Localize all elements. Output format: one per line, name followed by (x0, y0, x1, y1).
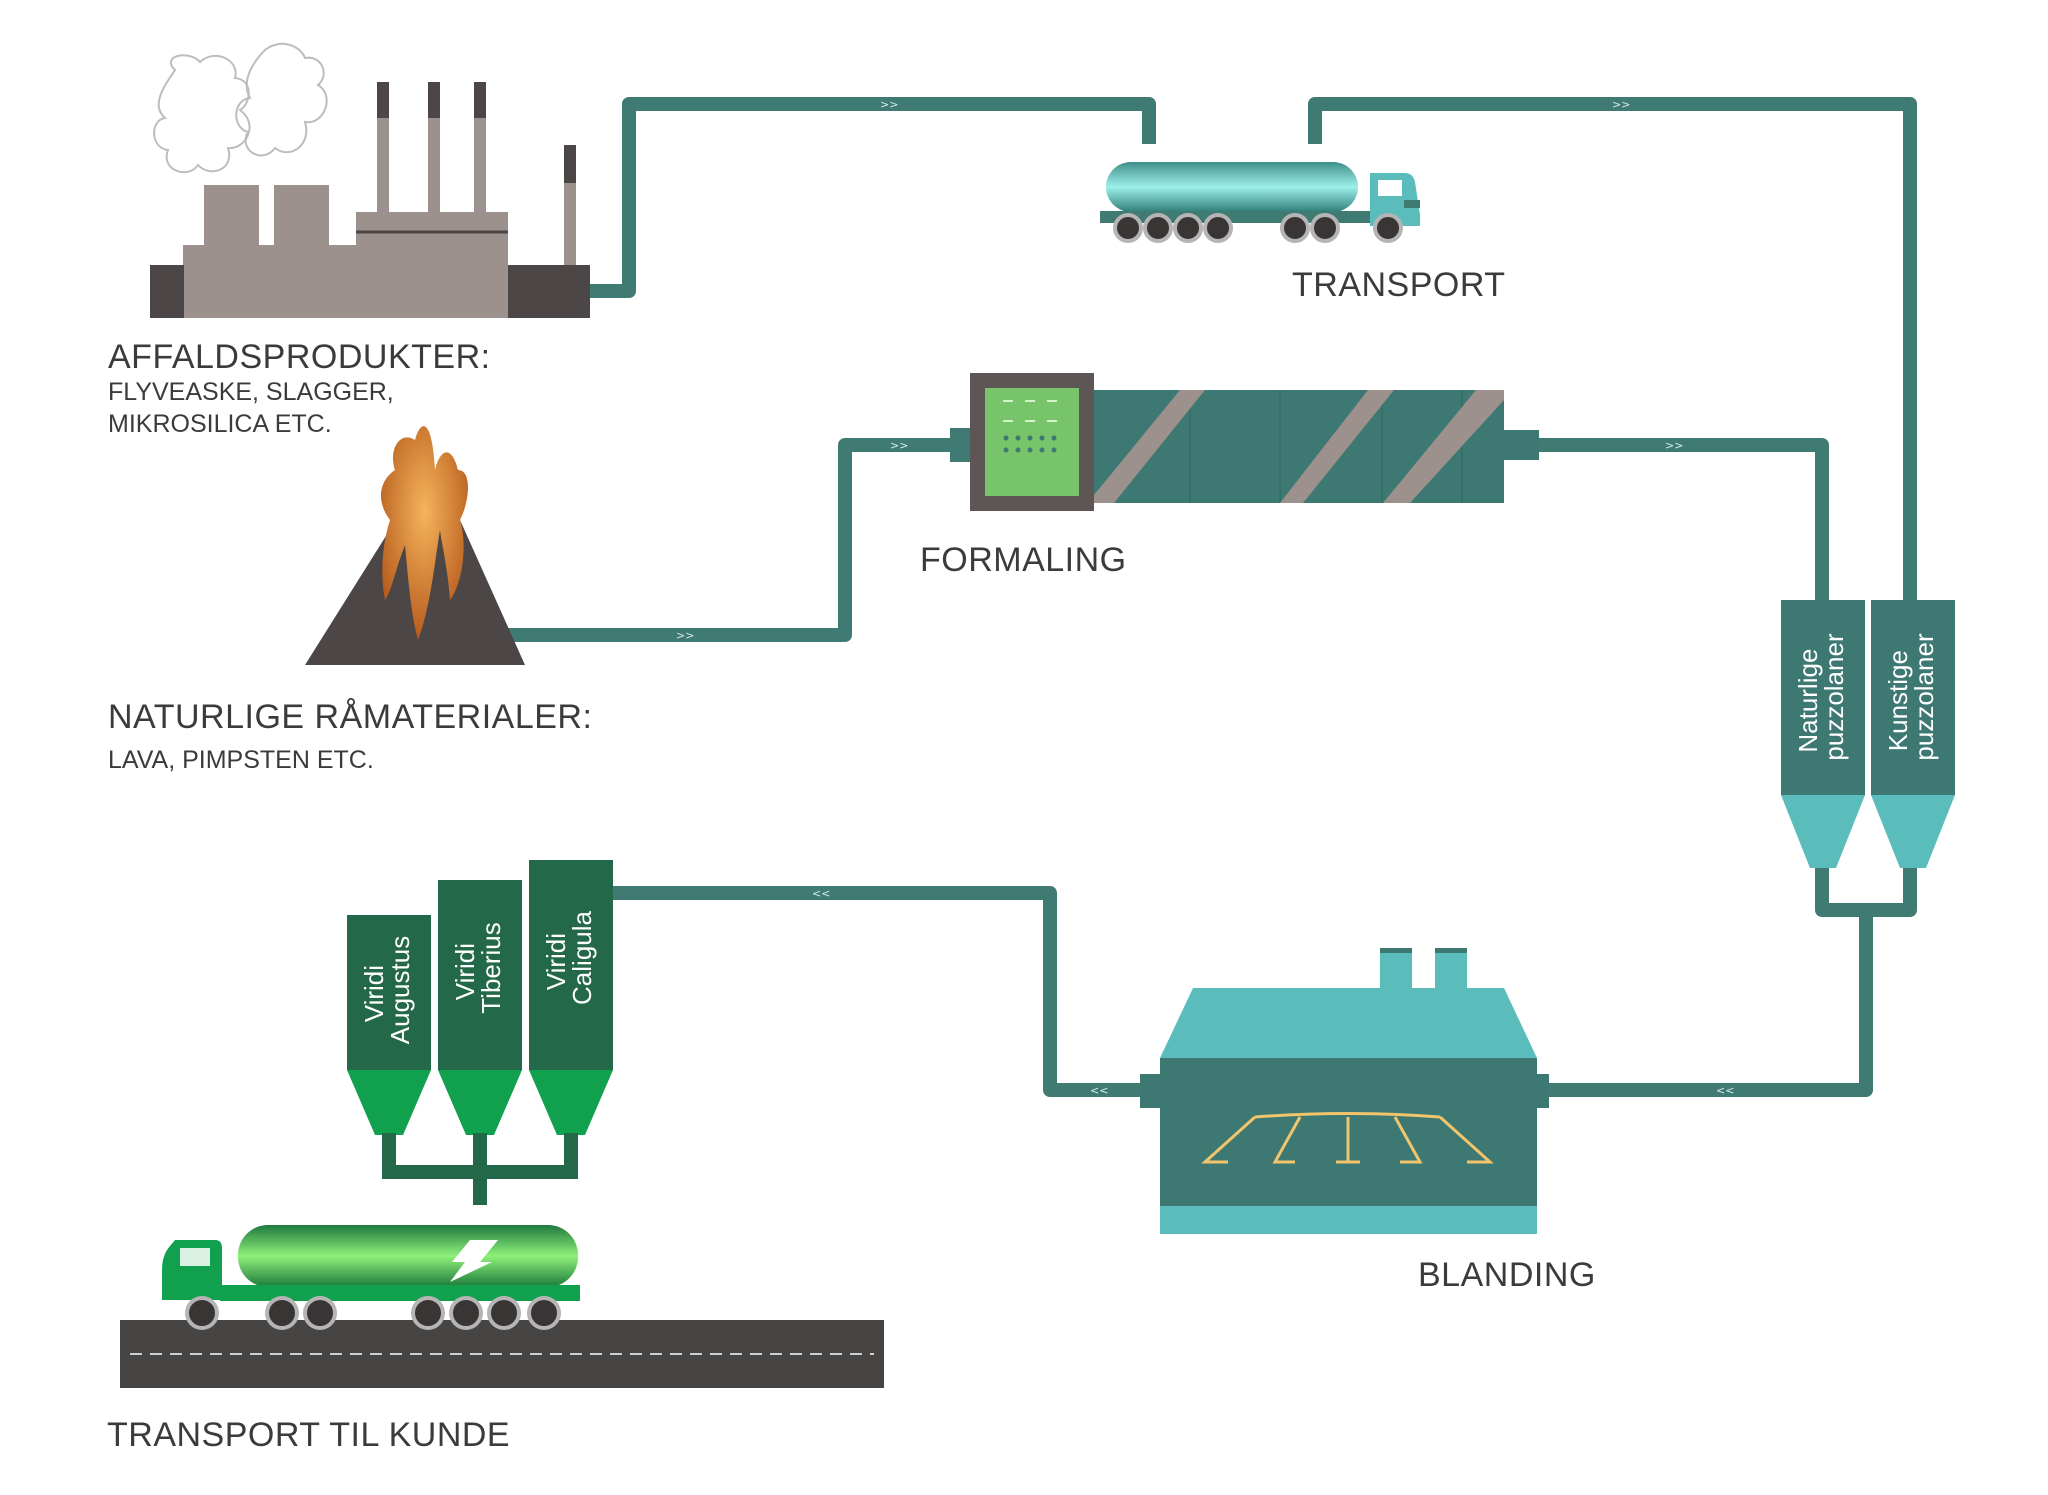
flow-marker: >> (880, 98, 898, 111)
svg-text:Naturlige puzzolaner: Naturlige puzzolaner (1793, 633, 1849, 761)
grinding-label: FORMALING (920, 541, 1127, 579)
waste-products-line: MIKROSILICA ETC. (108, 410, 332, 438)
natural-materials-line: LAVA, PIMPSTEN ETC. (108, 746, 374, 774)
svg-text:Viridi Augustus: Viridi Augustus (359, 936, 415, 1044)
svg-text:Viridi Caligula: Viridi Caligula (541, 910, 597, 1004)
mixer-roof (1160, 988, 1537, 1058)
waste-products-title: AFFALDSPRODUKTER: (108, 338, 491, 376)
factory (150, 42, 590, 318)
logo-bolt (450, 1240, 498, 1282)
mixer (1140, 948, 1549, 1234)
pipes (505, 97, 1917, 1097)
transport-label: TRANSPORT (1292, 266, 1506, 304)
volcano (305, 426, 525, 665)
road (120, 1320, 884, 1388)
pipe-transport-to-silo (1308, 97, 1917, 600)
silo-viridi-tiberius: Viridi Tiberius (438, 880, 522, 1135)
flow-marker: >> (676, 629, 694, 642)
tank (1106, 162, 1358, 212)
silo-label: Tiberius (476, 922, 506, 1014)
silo-label: Naturlige (1793, 649, 1823, 753)
customer-truck (162, 1225, 580, 1330)
factory-base (183, 245, 508, 318)
customer-transport-label: TRANSPORT TIL KUNDE (107, 1416, 510, 1454)
silo-label: puzzolaner (1909, 633, 1939, 761)
pipe-volcano-to-grinder (505, 438, 950, 642)
product-silos: Viridi Augustus Viridi Tiberius Viridi C… (347, 860, 613, 1205)
mixing-label: BLANDING (1418, 1256, 1596, 1294)
silo-label: Augustus (385, 936, 415, 1044)
pipe-mixer-to-products (612, 886, 1140, 1097)
factory-wing (508, 265, 590, 318)
flow-marker: << (1716, 1084, 1734, 1097)
grinder (950, 373, 1539, 511)
wheels (1113, 213, 1403, 243)
smoke-cloud (235, 42, 328, 157)
silo-label: Kunstige (1883, 650, 1913, 751)
factory-wing (150, 265, 184, 318)
chimney (1380, 948, 1412, 990)
smoke-cloud (153, 54, 251, 174)
panel-screen (985, 388, 1079, 496)
mixer-base (1160, 1206, 1537, 1234)
pipe-factory-to-transport (590, 97, 1156, 298)
silo-natural-puzzolan: Naturlige puzzolaner (1781, 600, 1865, 868)
transport-truck (1100, 162, 1420, 243)
silo-label: Viridi (450, 943, 480, 1000)
flow-marker: << (812, 887, 830, 900)
mixer-paddles (1201, 1112, 1494, 1164)
silo-artificial-puzzolan: Kunstige puzzolaner (1871, 600, 1955, 868)
pipe-silos-down (1545, 910, 1873, 1097)
flow-marker: >> (1612, 98, 1630, 111)
silo-viridi-caligula: Viridi Caligula (529, 860, 613, 1135)
silo-label: Viridi (359, 965, 389, 1022)
flow-marker: << (1090, 1084, 1108, 1097)
lava-flow (380, 426, 468, 640)
tank (238, 1225, 578, 1287)
pipe-silos-to-mixer (1815, 868, 1917, 917)
silo-label: Caligula (567, 910, 597, 1004)
svg-text:Viridi Tiberius: Viridi Tiberius (450, 922, 506, 1014)
silo-viridi-augustus: Viridi Augustus (347, 915, 431, 1135)
svg-text:Kunstige puzzolaner: Kunstige puzzolaner (1883, 633, 1939, 761)
puzzolan-silos: Naturlige puzzolaner Kunstige puzzolaner (1781, 600, 1955, 868)
natural-materials-title: NATURLIGE RÅMATERIALER: (108, 698, 592, 736)
silo-label: Viridi (541, 933, 571, 990)
flow-marker: >> (1665, 439, 1683, 452)
silo-collector-pipe (382, 1133, 578, 1205)
flow-markers: >> >> >> >> >> << << << (676, 98, 1734, 1097)
waste-products-line: FLYVEASKE, SLAGGER, (108, 378, 394, 406)
chimney (1435, 948, 1467, 990)
pipe-grinder-to-silo (1535, 438, 1829, 600)
wheels (185, 1296, 561, 1330)
flow-marker: >> (890, 439, 908, 452)
silo-label: puzzolaner (1819, 633, 1849, 761)
